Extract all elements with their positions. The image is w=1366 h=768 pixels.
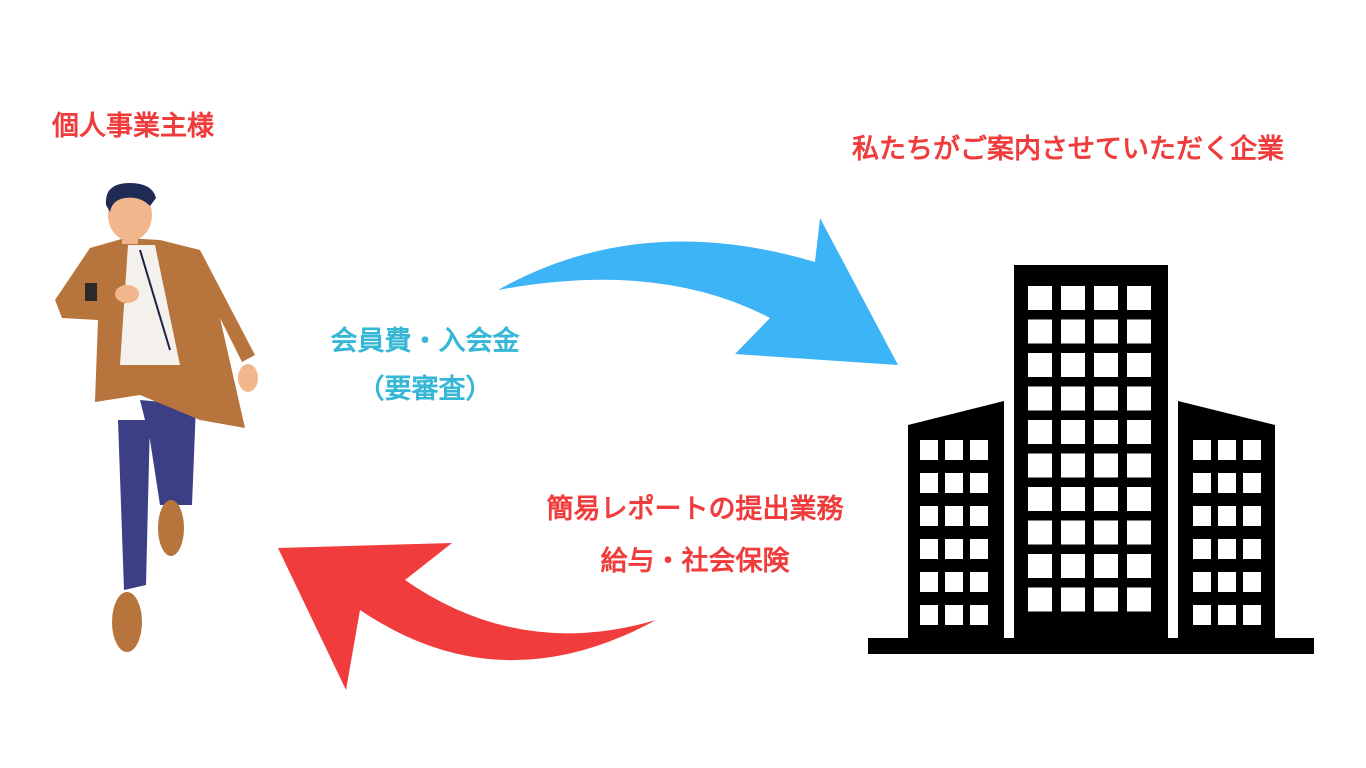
- service-line-1: 簡易レポートの提出業務: [546, 494, 844, 525]
- fee-line-2: （要審査）: [357, 374, 493, 405]
- walking-businessman-icon: [55, 183, 258, 652]
- service-line-2: 給与・社会保険: [600, 546, 790, 577]
- fee-line-1: 会員費・入会金: [330, 326, 520, 357]
- office-building-icon: [868, 265, 1314, 654]
- individual-label: 個人事業主様: [52, 111, 214, 142]
- curved-arrow-right-icon: [498, 218, 898, 365]
- company-label: 私たちがご案内させていただく企業: [852, 134, 1284, 165]
- fee-label: 会員費・入会金 （要審査）: [300, 318, 550, 414]
- curved-arrow-left-icon: [278, 543, 656, 690]
- service-label: 簡易レポートの提出業務 給与・社会保険: [500, 484, 890, 588]
